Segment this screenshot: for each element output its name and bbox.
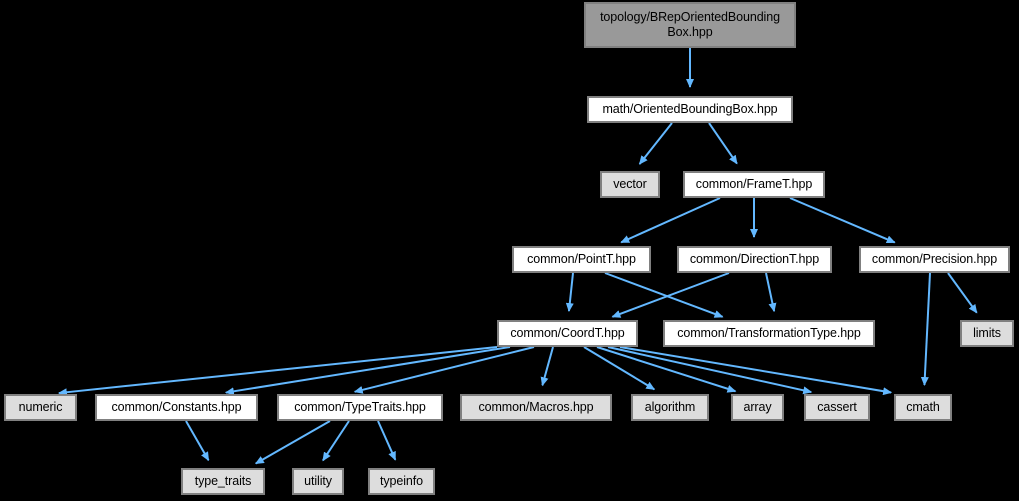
edge-obb-to-vector — [638, 122, 673, 165]
graph-node-limits[interactable]: limits — [960, 320, 1014, 347]
graph-node-macros[interactable]: common/Macros.hpp — [460, 394, 612, 421]
graph-node-frame[interactable]: common/FrameT.hpp — [683, 171, 825, 198]
edge-coord-to-constants — [224, 346, 511, 396]
graph-node-transform[interactable]: common/TransformationType.hpp — [663, 320, 875, 347]
edge-direction-to-transform — [765, 272, 777, 313]
graph-node-precision[interactable]: common/Precision.hpp — [859, 246, 1010, 273]
graph-node-point[interactable]: common/PointT.hpp — [512, 246, 651, 273]
edge-obb-to-frame — [708, 122, 738, 165]
graph-node-cassert[interactable]: cassert — [804, 394, 870, 421]
edge-point-to-transform — [604, 272, 724, 318]
edge-coord-to-cassert — [607, 346, 813, 395]
graph-node-vector[interactable]: vector — [600, 171, 660, 198]
edge-coord-to-array — [596, 346, 737, 393]
edge-typetraits-to-utility — [322, 420, 350, 462]
graph-node-utility[interactable]: utility — [292, 468, 344, 495]
graph-node-direction[interactable]: common/DirectionT.hpp — [677, 246, 832, 273]
graph-node-typetraits_sys[interactable]: type_traits — [181, 468, 265, 495]
graph-node-obb[interactable]: math/OrientedBoundingBox.hpp — [587, 96, 793, 123]
graph-node-numeric[interactable]: numeric — [4, 394, 77, 421]
edge-coord-to-macros — [540, 346, 554, 387]
edge-direction-to-coord — [611, 272, 730, 318]
graph-node-root[interactable]: topology/BRepOrientedBounding Box.hpp — [584, 2, 796, 48]
edge-frame-to-point — [620, 197, 721, 244]
edge-typetraits-to-typeinfo — [377, 420, 397, 461]
edge-coord-to-numeric — [57, 346, 498, 397]
edge-coord-to-typetraits — [353, 346, 535, 394]
edge-precision-to-limits — [947, 272, 978, 314]
edge-coord-to-cmath — [619, 346, 893, 396]
edge-precision-to-cmath — [920, 272, 931, 387]
graph-node-typeinfo[interactable]: typeinfo — [368, 468, 435, 495]
graph-node-coord[interactable]: common/CoordT.hpp — [497, 320, 638, 347]
graph-node-algorithm[interactable]: algorithm — [631, 394, 709, 421]
graph-node-array[interactable]: array — [731, 394, 784, 421]
edge-coord-to-algorithm — [583, 346, 656, 391]
graph-node-constants[interactable]: common/Constants.hpp — [95, 394, 258, 421]
edge-frame-to-precision — [789, 197, 896, 244]
edge-point-to-coord — [565, 272, 574, 313]
edge-constants-to-typetraits_sys — [185, 420, 210, 462]
edge-typetraits-to-typetraits_sys — [254, 420, 331, 465]
graph-node-typetraits[interactable]: common/TypeTraits.hpp — [277, 394, 443, 421]
edges — [57, 48, 978, 465]
graph-node-cmath[interactable]: cmath — [894, 394, 952, 421]
